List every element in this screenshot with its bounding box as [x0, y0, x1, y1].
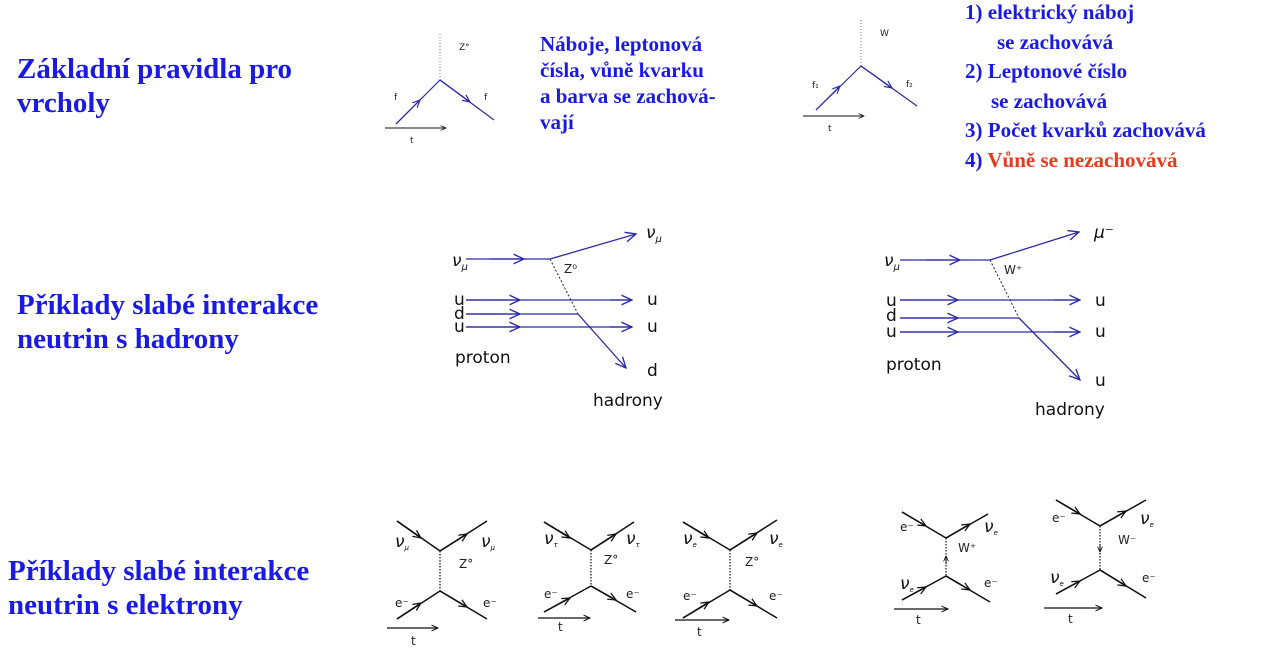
note-line: čísla, vůně kvarku [540, 58, 704, 82]
rule-1: 1) elektrický náboj [965, 0, 1135, 24]
heading-line: Základní pravidla pro [17, 53, 293, 85]
boson-label: W [880, 29, 889, 39]
quark-out-label: u [1095, 291, 1106, 311]
heading-line: neutrin s hadrony [17, 323, 239, 355]
note-line: Náboje, leptonová [540, 32, 703, 56]
neutrino-out-label: νe [1140, 509, 1154, 529]
neutrino-in-label: νe [900, 574, 914, 594]
boson-label: Z° [604, 553, 618, 567]
heading-vertex-rules: Základní pravidla pro vrcholy [17, 52, 292, 120]
fermion-in-label: f₁ [812, 81, 819, 91]
rule-2: 2) Leptonové číslo [965, 59, 1128, 83]
quark-in-label: d [454, 304, 465, 324]
heading-hadron-examples: Příklady slabé interakce neutrin s hadro… [17, 288, 318, 356]
heading-line: Příklady slabé interakce [8, 555, 310, 587]
boson-label: W⁺ [1004, 263, 1022, 277]
neutrino-out-line [549, 234, 636, 260]
boson-label: Z⁰ [564, 262, 577, 276]
boson-label: Z° [459, 43, 470, 53]
boson-label: Z° [459, 557, 473, 571]
rule-4: 4) Vůně se nezachovává [965, 146, 1206, 176]
electron-out-label: e⁻ [1142, 571, 1156, 585]
electron-out-label: e⁻ [769, 589, 783, 603]
electron-nc-diagram-1: νμ νμ Z° e⁻ e⁻ t [387, 520, 497, 648]
electron-in-label: e⁻ [683, 589, 697, 603]
heading-electron-examples: Příklady slabé interakce neutrin s elekt… [8, 554, 309, 622]
note-line: vají [540, 110, 574, 134]
fermion-out-label: f₂ [906, 80, 913, 90]
electron-out-label: e⁻ [984, 576, 998, 590]
electron-nc-diagram-3: νe νe Z° e⁻ e⁻ t [675, 519, 783, 639]
neutrino-in-label: νμ [395, 532, 410, 552]
time-label: t [828, 124, 832, 134]
boson-line [989, 259, 1020, 319]
charged-current-rules: 1) elektrický náboj se zachovává 2) Lept… [965, 0, 1206, 175]
hadron-charged-current-diagram: νμ μ⁻ W⁺ u d u u u u proton hadrony [884, 223, 1114, 420]
boson-label: W⁺ [958, 541, 976, 555]
quark-in-label: u [454, 290, 465, 310]
muon-out-line [989, 232, 1079, 261]
neutrino-in-label: νμ [452, 251, 468, 273]
rule-2-cont: se zachovává [991, 88, 1108, 113]
neutrino-in-label: νμ [884, 251, 900, 273]
quark-out-label: u [1095, 371, 1106, 391]
vertex-charged-diagram: W f₁ f₂ t [803, 20, 918, 134]
neutral-current-note: Náboje, leptonová čísla, vůně kvarku a b… [540, 31, 716, 135]
proton-label: proton [886, 355, 942, 375]
quark-out-scattered [1018, 317, 1080, 380]
hadrons-label: hadrony [1035, 400, 1105, 420]
hadron-neutral-current-diagram: νμ νμ Z⁰ u d u u u d proton hadrony [452, 223, 663, 411]
heading-line: Příklady slabé interakce [17, 289, 319, 321]
neutrino-out-label: νμ [481, 532, 496, 552]
rule-4-number: 4) [965, 147, 983, 172]
electron-out-label: e⁻ [483, 596, 497, 610]
electron-in-label: e⁻ [395, 596, 409, 610]
boson-label: W⁻ [1118, 533, 1136, 547]
neutrino-in-label: νe [683, 529, 697, 549]
rule-1-cont: se zachovává [997, 29, 1114, 54]
proton-label: proton [455, 348, 511, 368]
vertex-neutral-diagram: Z° f f t [385, 34, 495, 146]
electron-out-label: e⁻ [626, 587, 640, 601]
heading-line: neutrin s elektrony [8, 589, 243, 621]
electron-cc-diagram-2: e⁻ νe W⁻ νe e⁻ t [1044, 499, 1156, 626]
quark-in-label: d [886, 306, 897, 326]
rule-4-highlight: Vůně se nezachovává [987, 147, 1178, 172]
electron-nc-diagram-2: ντ ντ Z° e⁻ e⁻ t [538, 521, 641, 634]
quark-out-label: u [647, 290, 658, 310]
boson-label: Z° [745, 555, 759, 569]
electron-in-label: e⁻ [1052, 511, 1066, 525]
note-line: a barva se zachová- [540, 84, 716, 108]
rule-3: 3) Počet kvarků zachovává [965, 118, 1206, 142]
electron-cc-diagram-1: e⁻ νe W⁺ νe e⁻ t [894, 511, 998, 627]
fermion-out-label: f [484, 93, 488, 103]
time-label: t [411, 634, 416, 648]
fermion-in-label: f [394, 93, 398, 103]
time-label: t [410, 136, 414, 146]
quark-out-label: d [647, 361, 658, 381]
electron-in-label: e⁻ [900, 520, 914, 534]
electron-in-label: e⁻ [544, 587, 558, 601]
heading-line: vrcholy [17, 87, 110, 119]
neutrino-out-label: νe [984, 517, 998, 537]
quark-out-scattered [577, 313, 626, 368]
time-label: t [1068, 612, 1073, 626]
quark-out-label: u [647, 317, 658, 337]
quark-in-label: u [886, 322, 897, 342]
neutrino-out-label: ντ [626, 529, 641, 549]
neutrino-out-label: νμ [646, 223, 662, 245]
time-label: t [697, 625, 702, 639]
muon-out-label: μ⁻ [1093, 223, 1114, 243]
neutrino-in-label: νe [1050, 568, 1064, 588]
quark-out-label: u [1095, 322, 1106, 342]
neutrino-in-label: ντ [544, 529, 559, 549]
neutrino-out-label: νe [769, 529, 783, 549]
quark-in-label: u [886, 291, 897, 311]
hadrons-label: hadrony [593, 391, 663, 411]
time-label: t [558, 620, 563, 634]
quark-in-label: u [454, 317, 465, 337]
time-label: t [916, 613, 921, 627]
